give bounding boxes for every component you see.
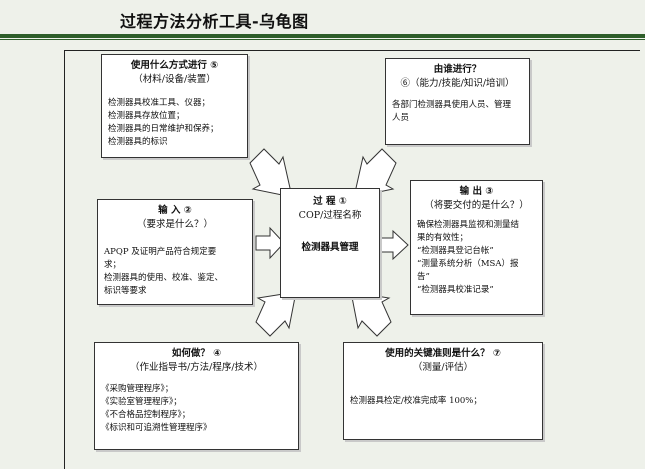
method-line: 《标识和可追溯性管理程序》 <box>101 423 212 433</box>
process-box: 过 程 ① COP/过程名称 检测器具管理 <box>280 188 380 298</box>
input-line: 求； <box>104 260 122 270</box>
output-line: “检测器具登记台帐” <box>417 246 494 256</box>
who-heading: 由谁进行？ <box>433 64 482 75</box>
who-line: 各部门检测器具使用人员、管理 <box>392 100 512 110</box>
input-heading: 输 入 ② <box>158 205 192 216</box>
who-subheading: ⑥（能力/技能/知识/培训） <box>400 78 515 89</box>
resources-line: 检测器具校准工具、仪器； <box>108 98 211 108</box>
method-line: 《采购管理程序》； <box>101 384 174 394</box>
output-line: 告” <box>417 272 430 282</box>
resources-line: 检测器具的标识 <box>108 137 168 147</box>
method-box: 如何做？ ④ （作业指导书/方法/程序/技术） 《采购管理程序》； 《实验室管理… <box>94 342 299 450</box>
resources-heading: 使用什么方式进行 ⑤ <box>130 60 219 71</box>
resources-line: 检测器具的日常维护和保养； <box>108 124 219 134</box>
input-line: 检测器具的使用、校准、鉴定、 <box>104 273 224 283</box>
arrow-method-to-process <box>255 291 297 337</box>
output-line: “检测器具校准记录” <box>417 285 494 295</box>
process-name: 检测器具管理 <box>301 242 359 253</box>
who-box: 由谁进行？ ⑥（能力/技能/知识/培训） 各部门检测器具使用人员、管理 人员 <box>385 58 530 145</box>
title-rule-thin <box>0 39 645 40</box>
method-line: 《实验室管理程序》； <box>101 397 182 407</box>
diagram-frame <box>64 50 640 469</box>
arrow-input-to-process <box>255 226 285 260</box>
arrow-tools-to-process <box>249 148 293 198</box>
resources-box: 使用什么方式进行 ⑤ （材料/设备/装置） 检测器具校准工具、仪器； 检测器具存… <box>101 54 248 158</box>
process-subheading: COP/过程名称 <box>298 210 362 221</box>
criteria-subheading: （测量/评估） <box>412 362 474 373</box>
output-subheading: （将要交付的是什么？） <box>424 200 529 211</box>
resources-line: 检测器具存放位置； <box>108 111 185 121</box>
criteria-heading: 使用的关键准则是什么？ ⑦ <box>385 348 501 359</box>
output-heading: 输 出 ③ <box>459 186 494 197</box>
title-rule-thick <box>0 34 645 38</box>
resources-subheading: （材料/设备/装置） <box>133 74 216 85</box>
arrow-criteria-to-process <box>350 291 392 337</box>
who-line: 人员 <box>392 113 410 123</box>
method-heading: 如何做？ ④ <box>171 348 222 359</box>
criteria-box: 使用的关键准则是什么？ ⑦ （测量/评估） 检测器具检定/校准完成率 100%； <box>343 342 543 440</box>
method-subheading: （作业指导书/方法/程序/技术） <box>129 362 264 373</box>
input-box: 输 入 ② （要求是什么？） APQP 及证明产品符合规定要 求； 检测器具的使… <box>97 199 253 305</box>
output-box: 输 出 ③ （将要交付的是什么？） 确保检测器具监视和测量结 果的有效性； “检… <box>410 180 543 315</box>
criteria-line: 检测器具检定/校准完成率 100%； <box>350 396 482 406</box>
process-heading: 过 程 ① <box>313 196 347 207</box>
method-line: 《不合格品控制程序》； <box>101 410 191 420</box>
arrow-process-to-output <box>380 229 409 261</box>
input-subheading: （要求是什么？） <box>136 219 213 230</box>
input-line: 标识等要求 <box>104 286 147 296</box>
output-line: “测量系统分析（MSA）报 <box>417 259 519 269</box>
input-line: APQP 及证明产品符合规定要 <box>104 247 217 257</box>
output-line: 确保检测器具监视和测量结 <box>417 220 520 230</box>
page-title: 过程方法分析工具-乌龟图 <box>120 12 309 31</box>
output-line: 果的有效性； <box>417 233 469 243</box>
arrow-people-to-process <box>353 148 397 198</box>
